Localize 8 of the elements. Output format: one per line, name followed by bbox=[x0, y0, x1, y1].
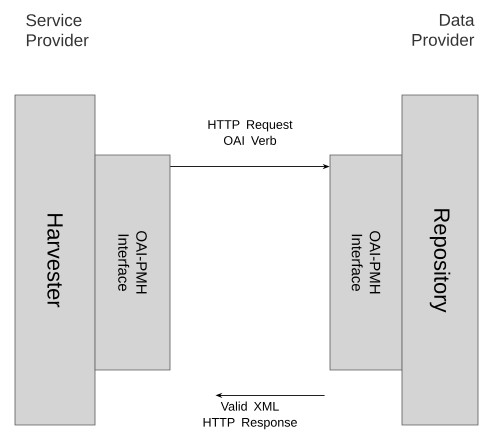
component-box: OAI-PMH Interface bbox=[94, 154, 170, 370]
component-box: Repository bbox=[402, 94, 478, 426]
component-box: OAI-PMH Interface bbox=[330, 154, 402, 370]
edge-label: HTTP Request OAI Verb bbox=[208, 120, 292, 145]
edge-label: Valid XML HTTP Response bbox=[204, 402, 297, 430]
group-heading: Data Provider bbox=[412, 14, 474, 46]
component-box: Harvester bbox=[14, 94, 96, 426]
group-heading: Service Provider bbox=[26, 14, 89, 46]
